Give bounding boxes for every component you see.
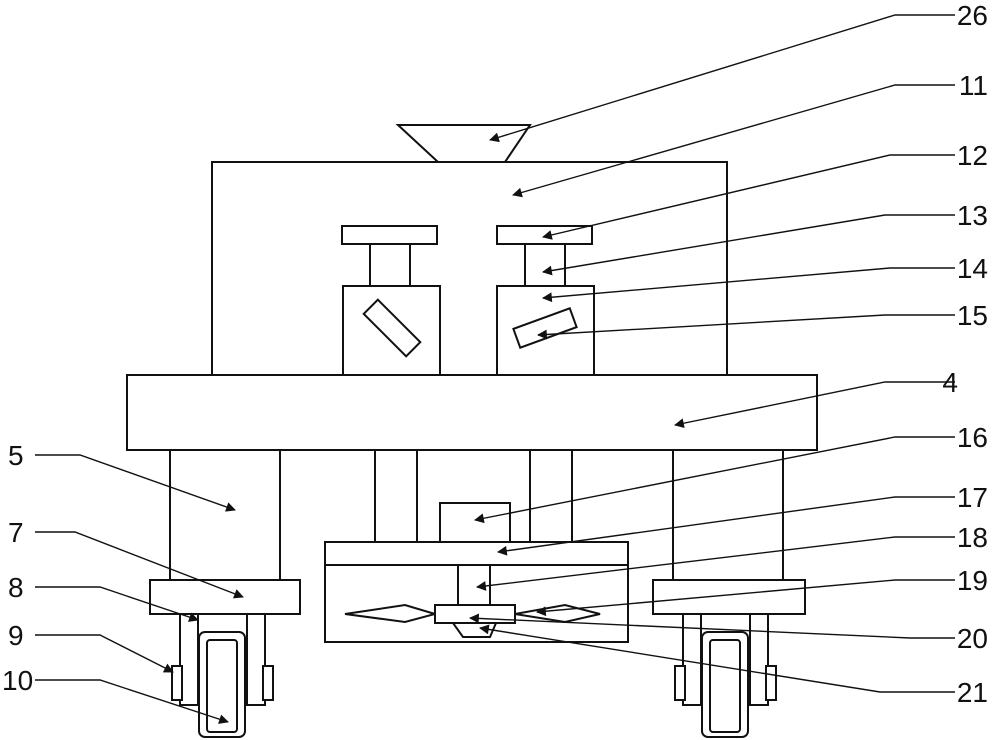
label-9: 9	[8, 620, 24, 651]
right-wheel-inner	[710, 640, 740, 732]
center-support-left	[375, 450, 417, 542]
label-19: 19	[957, 565, 988, 596]
label-18: 18	[957, 522, 988, 553]
vertical-shaft	[458, 565, 490, 605]
right-mount-plate	[653, 580, 805, 614]
center-support-right	[530, 450, 572, 542]
left-shaft	[370, 244, 410, 286]
label-14: 14	[957, 253, 988, 284]
right-axle-cap-left	[675, 666, 685, 700]
label-15: 15	[957, 300, 988, 331]
label-21: 21	[957, 677, 988, 708]
right-axle-cap-right	[766, 666, 776, 700]
label-7: 7	[8, 517, 24, 548]
label-4: 4	[942, 367, 958, 398]
label-16: 16	[957, 422, 988, 453]
label-13: 13	[957, 200, 988, 231]
label-5: 5	[8, 440, 24, 471]
left-axle-cap-left	[172, 666, 182, 700]
left-leg	[170, 450, 280, 582]
label-26: 26	[957, 0, 988, 31]
leader-9	[35, 635, 173, 672]
left-wheel-inner	[207, 640, 237, 732]
left-axle-cap-right	[263, 666, 273, 700]
hopper	[398, 125, 530, 162]
motor-block	[440, 503, 510, 542]
base-plate	[127, 375, 817, 450]
left-mount-plate	[150, 580, 300, 614]
label-10: 10	[2, 665, 33, 696]
label-11: 11	[959, 70, 988, 101]
left-top-plate	[342, 226, 437, 244]
right-shaft	[525, 244, 565, 286]
label-12: 12	[957, 140, 988, 171]
main-housing	[212, 162, 727, 377]
label-8: 8	[8, 572, 24, 603]
label-17: 17	[957, 482, 988, 513]
blade-hub	[435, 605, 515, 623]
leader-26	[490, 15, 955, 140]
label-20: 20	[957, 623, 988, 654]
